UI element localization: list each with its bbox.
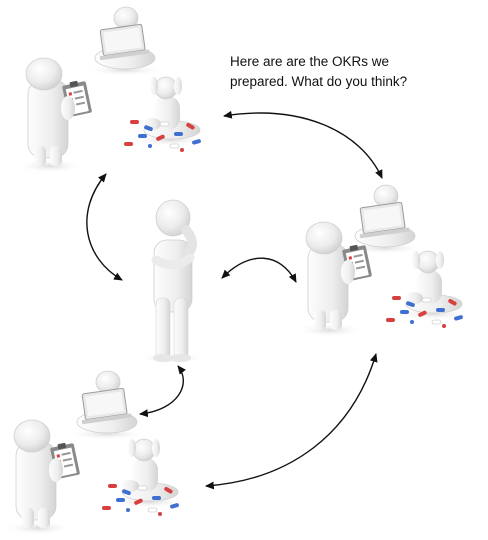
team-group-right — [295, 184, 473, 338]
double-arrow-icon — [86, 110, 383, 490]
arrow-center-right — [221, 257, 297, 283]
person-stressed-icon — [107, 438, 189, 509]
person-laptop-icon — [344, 184, 426, 255]
person-clipboard-icon — [3, 419, 81, 536]
person-stressed-icon — [391, 250, 473, 321]
person-laptop-icon — [66, 370, 148, 441]
arrow-top-center — [86, 173, 123, 281]
speech-caption: Here are are the OKRs we prepared. What … — [230, 52, 480, 92]
arrow-right-bottom — [205, 353, 378, 490]
arrow-center-bottom — [139, 365, 186, 418]
arrow-top-right — [223, 110, 383, 179]
caption-line-1: Here are are the OKRs we — [230, 54, 390, 69]
person-clipboard-icon — [15, 57, 93, 174]
caption-line-2: prepared. What do you think? — [230, 74, 408, 89]
person-thinking-icon — [138, 199, 206, 364]
team-group-bottom — [3, 370, 189, 536]
team-group-top — [15, 6, 211, 174]
person-laptop-icon — [84, 6, 166, 77]
